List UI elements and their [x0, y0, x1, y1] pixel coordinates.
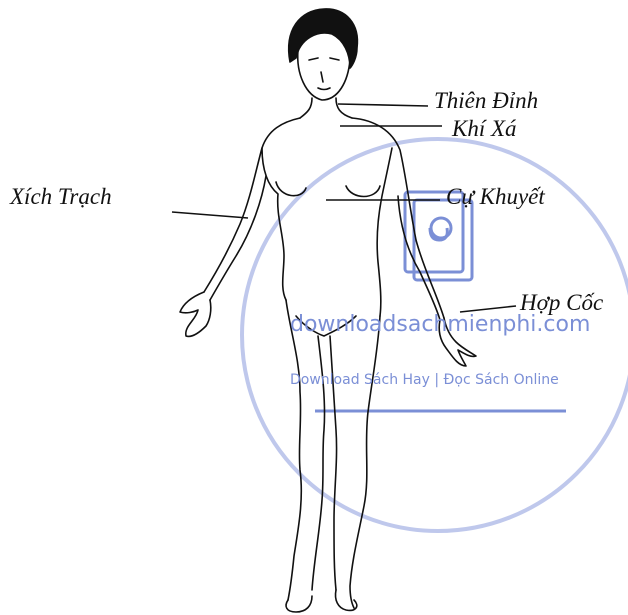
label-khi-xa: Khí Xá — [452, 116, 517, 142]
torso-right — [377, 148, 392, 316]
label-cu-khuyet: Cự Khuyết — [446, 184, 545, 210]
left-shoulder-arm — [204, 118, 300, 292]
left-leg — [286, 300, 301, 600]
torso-left — [262, 148, 286, 300]
figure-outline — [180, 9, 476, 612]
hair — [289, 9, 358, 68]
label-xich-trach: Xích Trạch — [10, 184, 112, 210]
watermark-tagline: Download Sách Hay | Đọc Sách Online — [290, 372, 559, 388]
right-shoulder-arm — [352, 118, 444, 318]
left-hand — [180, 292, 211, 336]
label-thien-dinh: Thiên Đỉnh — [434, 88, 538, 114]
watermark-site: downloadsachmienphi.com — [290, 312, 590, 337]
face — [298, 50, 350, 100]
left-foot — [286, 596, 312, 612]
right-leg — [350, 316, 380, 608]
